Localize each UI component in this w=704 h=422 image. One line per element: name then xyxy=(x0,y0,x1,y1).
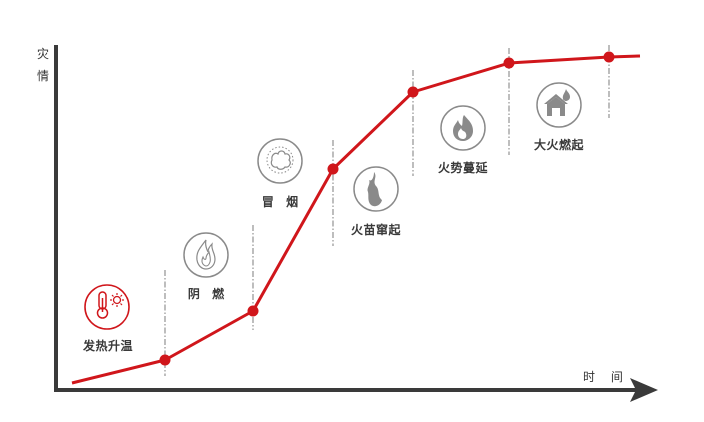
stage-label-heating: 发热升温 xyxy=(82,339,134,353)
data-point xyxy=(327,163,339,175)
data-point xyxy=(407,86,419,98)
data-point xyxy=(503,57,515,69)
stage-label-smoking: 冒 烟 xyxy=(261,195,303,209)
x-axis-arrow-icon xyxy=(630,378,658,402)
stage-label-smoldering: 阴 燃 xyxy=(187,287,229,301)
spreading-fire-icon xyxy=(440,105,486,151)
stage-label-blaze: 大火燃起 xyxy=(533,138,585,152)
stage-label-flame-rising: 火苗窜起 xyxy=(350,223,402,237)
rising-flame-icon xyxy=(353,166,399,212)
y-axis-label-char-2: 情 xyxy=(36,69,49,83)
data-point xyxy=(159,354,171,366)
y-axis-label-char-1: 灾 xyxy=(36,47,49,61)
data-point xyxy=(247,305,259,317)
stage-guides xyxy=(164,45,610,376)
smoke-cloud-icon xyxy=(257,138,303,184)
thermometer-sun-icon xyxy=(84,284,130,330)
axes xyxy=(54,45,658,402)
stage-label-fire-spreading: 火势蔓延 xyxy=(437,161,489,175)
burning-house-icon xyxy=(536,82,582,128)
x-axis-label: 时 间 xyxy=(583,370,629,384)
fire-curve xyxy=(71,54,641,385)
curve-markers xyxy=(159,51,615,366)
smoldering-flame-outline-icon xyxy=(183,232,229,278)
data-point xyxy=(603,51,615,63)
